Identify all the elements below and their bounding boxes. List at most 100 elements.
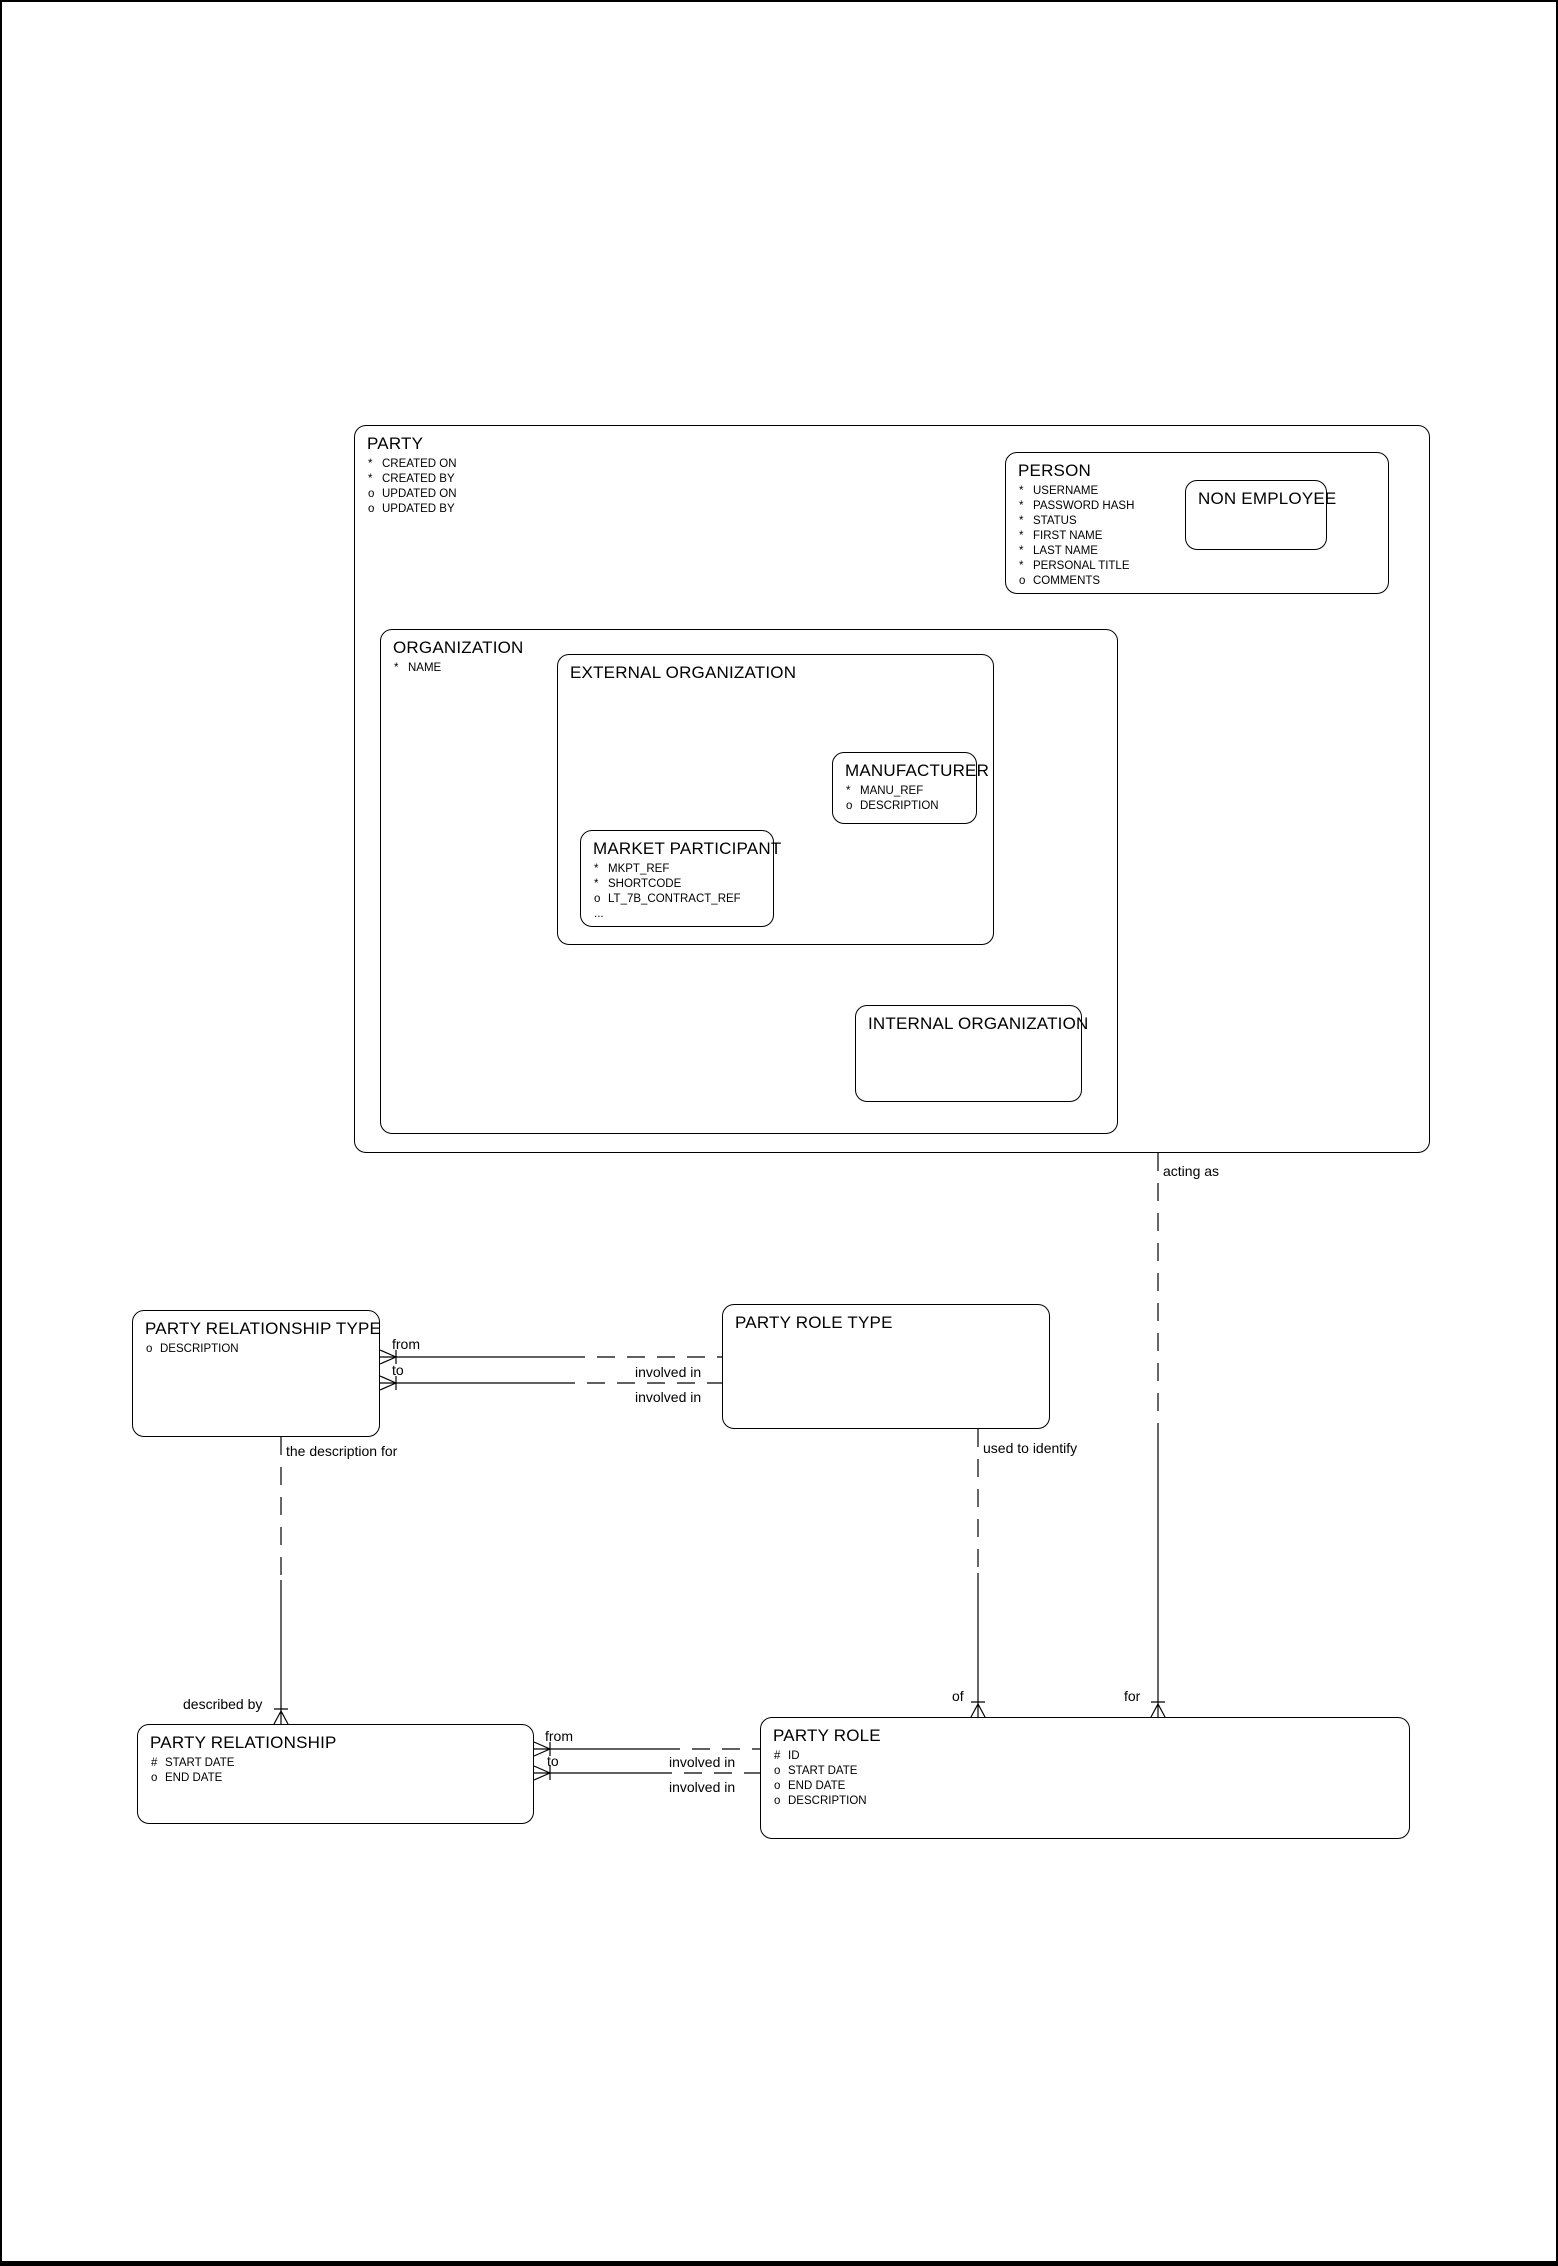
attribute-optionality-flag: * xyxy=(394,662,399,674)
entity-title: PARTY ROLE TYPE xyxy=(735,1313,893,1332)
attribute-optionality-flag: o xyxy=(368,488,375,500)
attribute-name: STATUS xyxy=(1033,515,1077,527)
attribute-name: ID xyxy=(788,1750,800,1762)
entity-title: EXTERNAL ORGANIZATION xyxy=(570,663,797,682)
entity-title: MANUFACTURER xyxy=(845,761,990,780)
crowfoot-icon-relationship-type-from xyxy=(379,1349,397,1365)
relationship-label-involved-in-top-1: involved in xyxy=(635,1364,702,1380)
attribute-row: o UPDATED BY xyxy=(368,502,1417,517)
entity-party-relationship-type: PARTY RELATIONSHIP TYPE o DESCRIPTION xyxy=(132,1310,382,1437)
attribute-optionality-flag: ... xyxy=(594,908,604,920)
attribute-name: SHORTCODE xyxy=(608,878,682,890)
crowfoot-icon-description-for xyxy=(273,1708,289,1725)
attribute-optionality-flag: * xyxy=(1019,515,1024,527)
attribute-row: o UPDATED ON xyxy=(368,487,1417,502)
attribute-optionality-flag: # xyxy=(774,1750,781,1762)
attribute-row: *MANU_REF xyxy=(846,784,964,799)
attribute-optionality-flag: o xyxy=(368,503,375,515)
attribute-name: MKPT_REF xyxy=(608,863,670,875)
relationship-label-used-to-identify: used to identify xyxy=(983,1440,1078,1456)
entity-title: PARTY xyxy=(367,434,424,453)
attribute-name: CREATED ON xyxy=(382,458,457,470)
entity-title: PARTY RELATIONSHIP TYPE xyxy=(145,1319,382,1338)
attribute-list: o DESCRIPTION xyxy=(133,1339,379,1357)
relationship-label-for: for xyxy=(1124,1688,1141,1704)
attribute-name: PASSWORD HASH xyxy=(1033,500,1135,512)
attribute-row: * STATUS xyxy=(1019,514,1376,529)
entity-title: PARTY RELATIONSHIP xyxy=(150,1733,337,1752)
attribute-row: * CREATED ON xyxy=(368,457,1417,472)
attribute-row: #START DATE xyxy=(151,1756,521,1771)
relationship-label-involved-in-bottom-1: involved in xyxy=(669,1754,736,1770)
attribute-optionality-flag: o xyxy=(1019,575,1026,587)
attribute-row: * CREATED BY xyxy=(368,472,1417,487)
attribute-optionality-flag: o xyxy=(774,1765,781,1777)
attribute-name: COMMENTS xyxy=(1033,575,1101,587)
attribute-row: * MKPT_REF xyxy=(594,862,761,877)
attribute-optionality-flag: * xyxy=(368,458,373,470)
attribute-row: o DESCRIPTION xyxy=(146,1342,367,1357)
attribute-optionality-flag: * xyxy=(594,863,599,875)
attribute-optionality-flag: o xyxy=(146,1343,153,1355)
attribute-name: UPDATED ON xyxy=(382,488,457,500)
attribute-name: CREATED BY xyxy=(382,473,455,485)
relationship-label-described-by: described by xyxy=(183,1696,263,1712)
attribute-row: * PASSWORD HASH xyxy=(1019,499,1376,514)
attribute-row: * SHORTCODE xyxy=(594,877,761,892)
attribute-row: *NAME xyxy=(394,661,1105,676)
entity-title: INTERNAL ORGANIZATION xyxy=(868,1014,1089,1033)
attribute-row: *LAST NAME xyxy=(1019,544,1376,559)
entity-title: PARTY ROLE xyxy=(773,1726,881,1745)
attribute-optionality-flag: * xyxy=(594,878,599,890)
attribute-name: FIRST NAME xyxy=(1033,530,1103,542)
attribute-optionality-flag: * xyxy=(1019,500,1024,512)
attribute-name: PERSONAL TITLE xyxy=(1033,560,1130,572)
relationship-label-from-bottom: from xyxy=(545,1728,573,1744)
attribute-list: *USERNAME*PASSWORD HASH*STATUS*FIRST NAM… xyxy=(1006,481,1388,589)
attribute-row: o COMMENTS xyxy=(1019,574,1376,589)
crowfoot-icon-relationship-from xyxy=(533,1741,551,1757)
attribute-row: ... xyxy=(594,907,761,922)
entity-title: MARKET PARTICIPANT xyxy=(593,839,782,858)
entity-internal-organization: INTERNAL ORGANIZATION xyxy=(855,1005,1089,1102)
entity-title: NON EMPLOYEE xyxy=(1198,489,1337,508)
attribute-optionality-flag: o xyxy=(151,1772,158,1784)
crowfoot-icon-acting-as xyxy=(1150,1701,1166,1718)
relationship-label-of: of xyxy=(952,1688,964,1704)
relationship-label-involved-in-bottom-2: involved in xyxy=(669,1779,736,1795)
attribute-optionality-flag: o xyxy=(594,893,601,905)
attribute-row: * FIRST NAME xyxy=(1019,529,1376,544)
attribute-name: DESCRIPTION xyxy=(160,1343,239,1355)
entity-non-employee: NON EMPLOYEE xyxy=(1185,480,1337,550)
relationship-label-involved-in-top-2: involved in xyxy=(635,1389,702,1405)
crowfoot-icon-used-to-identify xyxy=(970,1701,986,1718)
attribute-optionality-flag: o xyxy=(774,1795,781,1807)
relationship-label-to-top: to xyxy=(392,1362,404,1378)
attribute-row: * PERSONAL TITLE xyxy=(1019,559,1376,574)
attribute-name: DESCRIPTION xyxy=(860,800,939,812)
crowfoot-icon-relationship-to xyxy=(533,1765,551,1781)
attribute-row: *USERNAME xyxy=(1019,484,1376,499)
attribute-optionality-flag: * xyxy=(368,473,373,485)
entity-party-role-type: PARTY ROLE TYPE xyxy=(722,1304,1050,1429)
attribute-optionality-flag: o xyxy=(774,1780,781,1792)
relationship-label-from-top: from xyxy=(392,1336,420,1352)
attribute-optionality-flag: * xyxy=(1019,560,1024,572)
attribute-row: o DESCRIPTION xyxy=(846,799,964,814)
attribute-optionality-flag: o xyxy=(846,800,853,812)
attribute-optionality-flag: * xyxy=(1019,530,1024,542)
attribute-optionality-flag: * xyxy=(846,785,851,797)
attribute-name: UPDATED BY xyxy=(382,503,455,515)
